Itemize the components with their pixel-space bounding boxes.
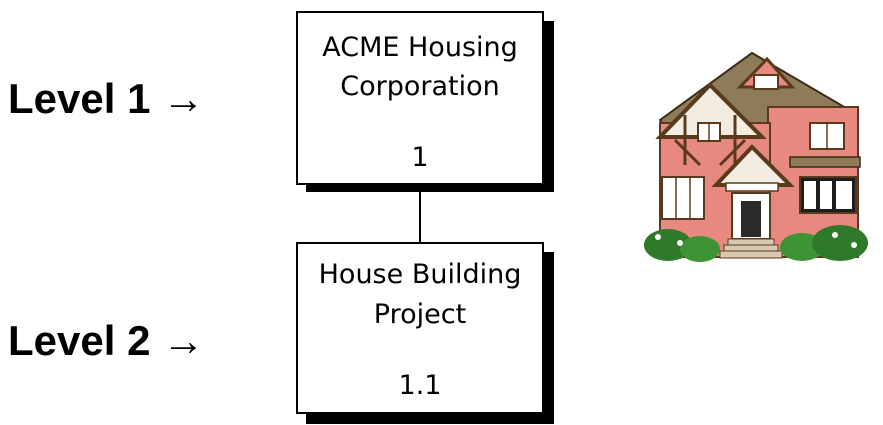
node-connector-line	[419, 186, 421, 242]
node-house-building-project: House Building Project 1.1	[296, 242, 544, 414]
level-2-text: Level 2	[8, 317, 151, 364]
node-1-title-line2: Corporation	[340, 71, 500, 102]
level-1-text: Level 1	[8, 75, 151, 122]
node-2-code: 1.1	[398, 370, 442, 401]
node-1-code: 1	[411, 142, 429, 173]
level-1-label: Level 1→	[8, 78, 204, 120]
level-2-label: Level 2→	[8, 320, 204, 362]
house-icon	[644, 51, 868, 262]
node-acme-housing: ACME Housing Corporation 1	[296, 11, 544, 185]
node-2-title-line1: House Building	[318, 259, 522, 290]
node-2-title-line2: Project	[373, 299, 467, 330]
right-arrow-icon: →	[162, 75, 205, 122]
node-1-title-line1: ACME Housing	[322, 32, 518, 63]
right-arrow-icon: →	[162, 317, 205, 364]
